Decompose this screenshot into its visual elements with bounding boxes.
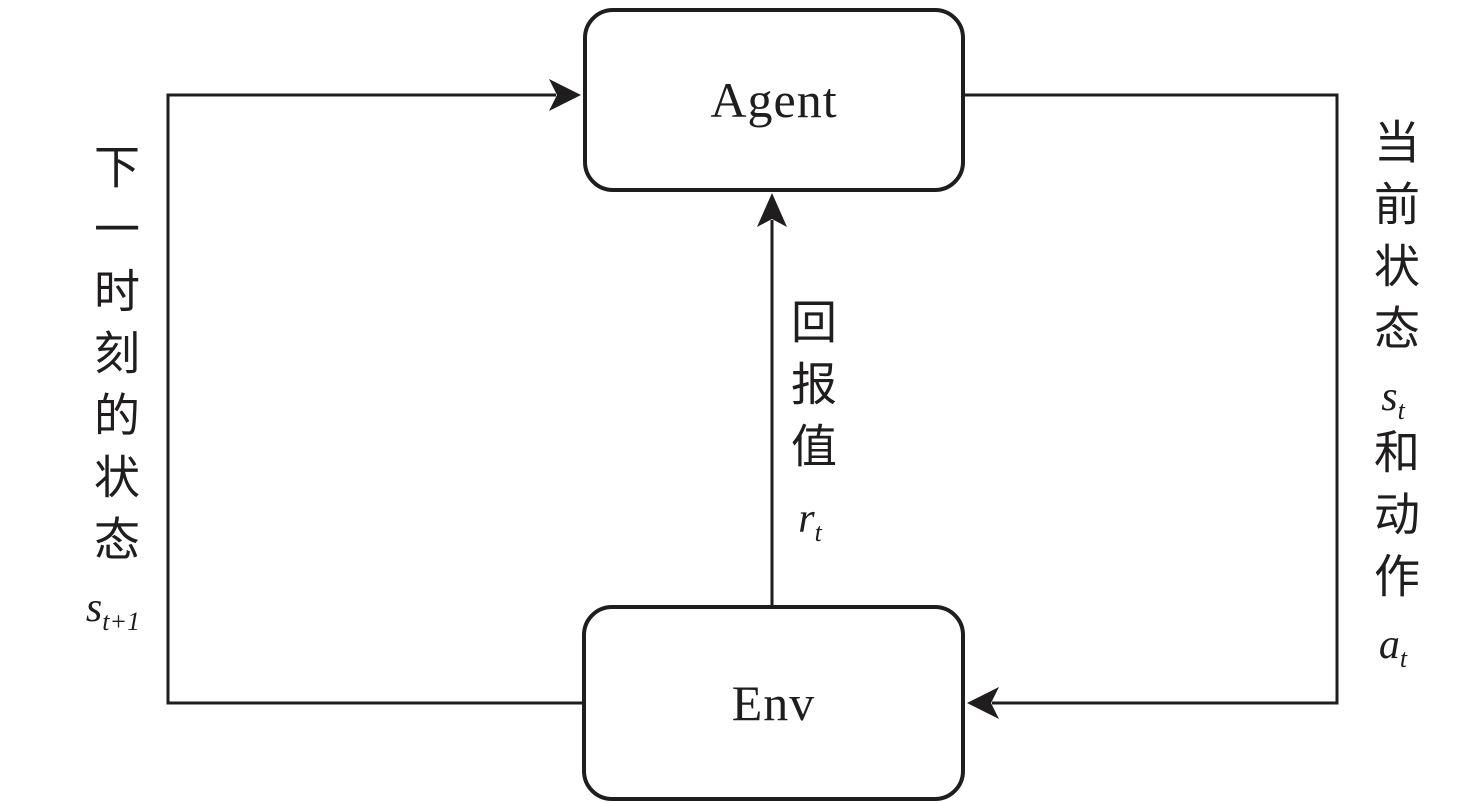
reward-symbol: r: [798, 496, 815, 542]
action-subscript: t: [1399, 644, 1408, 674]
next-state-connector: [166, 93, 582, 705]
current-state-formula: st: [1381, 374, 1405, 424]
reward-label: 回报值 rt: [785, 298, 836, 546]
next-state-subscript: t+1: [102, 607, 141, 637]
action-symbol: a: [1378, 622, 1400, 668]
state-action-label: 当前状态 st 和动作 at: [1368, 118, 1419, 672]
next-state-formula: st+1: [85, 585, 140, 635]
arrowhead-into-env-icon: [967, 687, 999, 719]
current-state-subscript: t: [1397, 396, 1405, 426]
action-text: 和动作: [1368, 428, 1419, 614]
arrowhead-into-agent-icon: [549, 79, 581, 111]
reward-formula: rt: [798, 496, 822, 546]
agent-node-label: Agent: [710, 72, 838, 128]
next-state-symbol: s: [85, 585, 103, 631]
env-node-label: Env: [731, 675, 816, 731]
env-node: Env: [582, 605, 965, 801]
arrowhead-up-into-agent-icon: [757, 193, 787, 227]
reward-subscript: t: [814, 518, 822, 548]
reward-text: 回报值: [785, 298, 836, 484]
action-formula: at: [1378, 622, 1407, 672]
agent-node: Agent: [583, 8, 965, 192]
state-action-connector: [965, 93, 1339, 705]
next-state-text: 下一时刻的状态: [87, 143, 139, 577]
current-state-symbol: s: [1381, 374, 1398, 420]
next-state-label: 下一时刻的状态 st+1: [85, 143, 140, 635]
current-state-text: 当前状态: [1368, 118, 1419, 366]
